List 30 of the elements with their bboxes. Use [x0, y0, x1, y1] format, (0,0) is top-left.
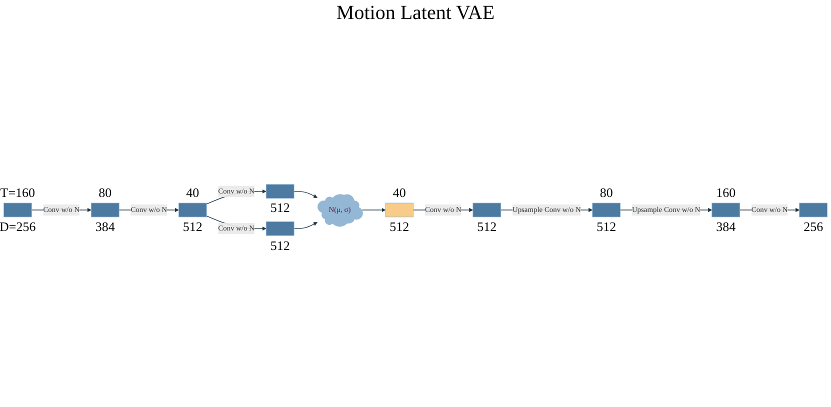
dimension-label: 160 — [716, 185, 736, 202]
node-bar — [799, 202, 828, 218]
dimension-label: 256 — [804, 218, 824, 235]
dimension-label: 512 — [477, 218, 497, 235]
node-bar — [3, 202, 32, 218]
dimension-label: 40 — [186, 185, 200, 202]
node-bar — [90, 202, 120, 218]
diagram-title: Motion Latent VAE — [335, 2, 496, 25]
dimension-label: 512 — [270, 238, 290, 254]
dimension-label: 512 — [390, 218, 410, 235]
node-bar — [592, 202, 621, 218]
dimension-label: 80 — [600, 185, 613, 202]
node-bar — [178, 202, 207, 218]
dimension-label: T=160 — [0, 185, 36, 202]
dimension-label: 512 — [182, 218, 202, 235]
node-bar — [266, 184, 294, 199]
arrow — [294, 191, 318, 198]
dimension-label: 384 — [95, 218, 115, 235]
dimension-label: 512 — [270, 200, 290, 216]
node-bar — [712, 202, 740, 218]
node-bar — [472, 202, 502, 218]
dimension-label: 40 — [392, 185, 406, 202]
dimension-label: 80 — [98, 185, 112, 202]
arrow — [362, 208, 386, 212]
arrow — [294, 222, 318, 229]
node-bar — [385, 202, 414, 218]
node-bar — [266, 221, 294, 236]
dimension-label: 384 — [716, 218, 736, 235]
dimension-label: D=256 — [0, 218, 36, 235]
dimension-label: 512 — [596, 218, 616, 235]
